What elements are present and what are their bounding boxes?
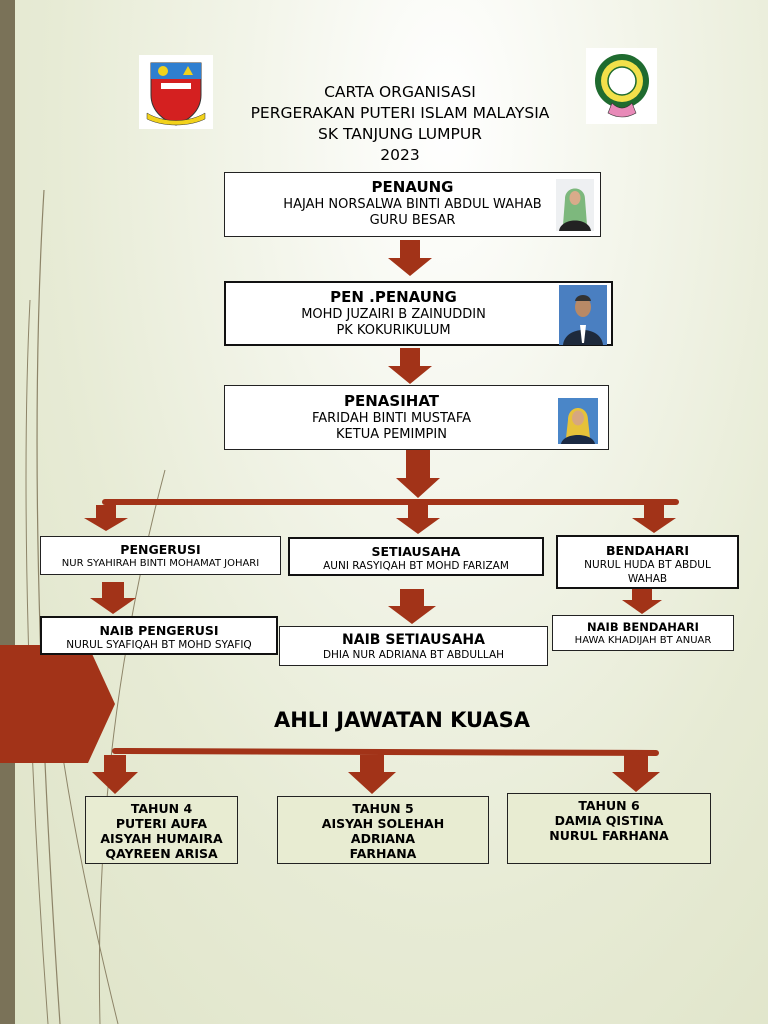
penasihat-name: FARIDAH BINTI MUSTAFA bbox=[312, 411, 471, 426]
penaung-name: HAJAH NORSALWA BINTI ABDUL WAHAB bbox=[283, 197, 542, 212]
naib-pengerusi-role: NAIB PENGERUSI bbox=[99, 623, 219, 638]
pengerusi-name: NUR SYAHIRAH BINTI MOHAMAT JOHARI bbox=[61, 558, 260, 569]
tahun6-member: NURUL FARHANA bbox=[549, 828, 669, 843]
school-crest-logo bbox=[139, 55, 213, 129]
penaung-role: PENAUNG bbox=[371, 178, 454, 196]
setiausaha-name: AUNI RASYIQAH BT MOHD FARIZAM bbox=[323, 560, 509, 572]
chart-title: CARTA ORGANISASI PERGERAKAN PUTERI ISLAM… bbox=[200, 82, 600, 166]
ajk-heading: AHLI JAWATAN KUASA bbox=[273, 708, 531, 732]
tahun4-member: QAYREEN ARISA bbox=[105, 846, 218, 861]
title-line-1: CARTA ORGANISASI bbox=[324, 83, 476, 101]
bendahari-name: NURUL HUDA BT ABDUL WAHAB bbox=[584, 559, 711, 585]
tahun4-member: PUTERI AUFA bbox=[115, 816, 208, 831]
pen-penaung-position: PK KOKURIKULUM bbox=[336, 323, 451, 338]
penaung-box: PENAUNG HAJAH NORSALWA BINTI ABDUL WAHAB… bbox=[224, 172, 601, 237]
title-line-2: PERGERAKAN PUTERI ISLAM MALAYSIA bbox=[250, 104, 550, 122]
bendahari-box: BENDAHARI NURUL HUDA BT ABDUL WAHAB bbox=[556, 535, 739, 589]
tahun6-label: TAHUN 6 bbox=[578, 798, 640, 813]
naib-setiausaha-box: NAIB SETIAUSAHA DHIA NUR ADRIANA BT ABDU… bbox=[279, 626, 548, 666]
naib-pengerusi-name: NURUL SYAFIQAH BT MOHD SYAFIQ bbox=[66, 639, 252, 651]
penaung-photo bbox=[556, 179, 594, 231]
pen-penaung-name: MOHD JUZAIRI B ZAINUDDIN bbox=[301, 307, 486, 322]
pengerusi-role: PENGERUSI bbox=[120, 542, 201, 557]
tahun6-box: TAHUN 6 DAMIA QISTINA NURUL FARHANA bbox=[507, 793, 711, 864]
tahun5-member: FARHANA bbox=[349, 846, 417, 861]
arrow-flag-shape bbox=[0, 645, 115, 763]
penasihat-position: KETUA PEMIMPIN bbox=[336, 427, 447, 442]
naib-setiausaha-role: NAIB SETIAUSAHA bbox=[342, 632, 485, 648]
pen-penaung-photo bbox=[559, 285, 607, 345]
tahun5-member: AISYAH SOLEHAH bbox=[321, 816, 445, 831]
tahun4-box: TAHUN 4 PUTERI AUFA AISYAH HUMAIRA QAYRE… bbox=[85, 796, 238, 864]
tahun6-member: DAMIA QISTINA bbox=[554, 813, 664, 828]
penaung-position: GURU BESAR bbox=[369, 213, 456, 228]
puteri-logo bbox=[586, 48, 657, 124]
tahun4-member: AISYAH HUMAIRA bbox=[100, 831, 223, 846]
penasihat-photo bbox=[558, 398, 598, 444]
tahun5-label: TAHUN 5 bbox=[352, 801, 414, 816]
bendahari-role: BENDAHARI bbox=[606, 543, 689, 558]
naib-bendahari-role: NAIB BENDAHARI bbox=[587, 620, 699, 634]
naib-bendahari-box: NAIB BENDAHARI HAWA KHADIJAH BT ANUAR bbox=[552, 615, 734, 651]
left-accent-bar bbox=[0, 0, 15, 1024]
setiausaha-role: SETIAUSAHA bbox=[371, 544, 461, 559]
tahun5-member: ADRIANA bbox=[350, 831, 416, 846]
pengerusi-box: PENGERUSI NUR SYAHIRAH BINTI MOHAMAT JOH… bbox=[40, 536, 281, 575]
title-line-3: SK TANJUNG LUMPUR bbox=[318, 125, 482, 143]
tahun5-box: TAHUN 5 AISYAH SOLEHAH ADRIANA FARHANA bbox=[277, 796, 489, 864]
tahun4-label: TAHUN 4 bbox=[130, 801, 193, 816]
penasihat-box: PENASIHAT FARIDAH BINTI MUSTAFA KETUA PE… bbox=[224, 385, 609, 450]
title-line-4: 2023 bbox=[380, 146, 420, 164]
naib-setiausaha-name: DHIA NUR ADRIANA BT ABDULLAH bbox=[322, 649, 505, 661]
naib-pengerusi-box: NAIB PENGERUSI NURUL SYAFIQAH BT MOHD SY… bbox=[40, 616, 278, 655]
setiausaha-box: SETIAUSAHA AUNI RASYIQAH BT MOHD FARIZAM bbox=[288, 537, 544, 576]
naib-bendahari-name: HAWA KHADIJAH BT ANUAR bbox=[574, 635, 712, 646]
penasihat-role: PENASIHAT bbox=[343, 392, 440, 410]
pen-penaung-box: PEN .PENAUNG MOHD JUZAIRI B ZAINUDDIN PK… bbox=[224, 281, 613, 346]
pen-penaung-role: PEN .PENAUNG bbox=[330, 288, 457, 306]
